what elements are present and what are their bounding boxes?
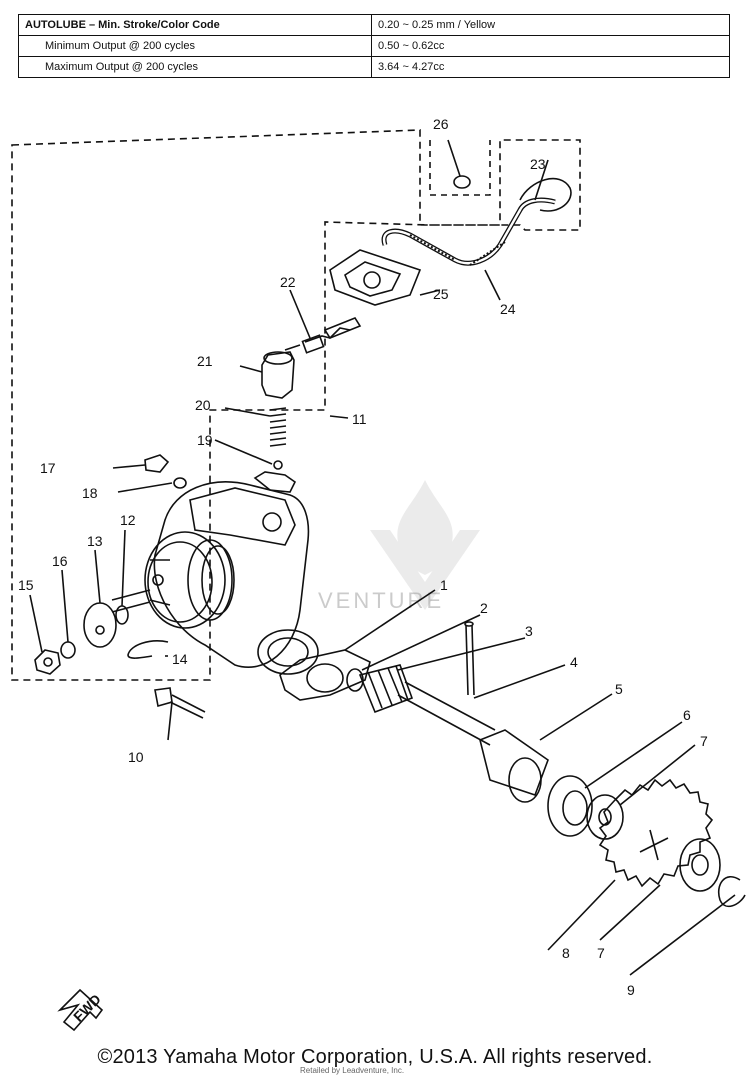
callout-21: 21 (197, 353, 213, 369)
callout-6: 6 (683, 707, 691, 723)
spec-value: 0.50 ~ 0.62cc (371, 36, 721, 56)
spec-row: Maximum Output @ 200 cycles 3.64 ~ 4.27c… (19, 57, 729, 78)
callout-4: 4 (570, 654, 578, 670)
callout-10: 10 (128, 749, 144, 765)
spec-label: Maximum Output @ 200 cycles (45, 61, 198, 73)
callout-15: 15 (18, 577, 34, 593)
callout-18: 18 (82, 485, 98, 501)
part-callouts: 1 2 3 4 5 6 7 7 8 9 10 11 12 13 14 15 16… (18, 116, 708, 1025)
callout-8: 8 (562, 945, 570, 961)
callout-26: 26 (433, 116, 449, 132)
callout-9: 9 (627, 982, 635, 998)
spec-row: Minimum Output @ 200 cycles 0.50 ~ 0.62c… (19, 36, 729, 57)
callout-3: 3 (525, 623, 533, 639)
callout-11: 11 (352, 411, 367, 427)
callout-12: 12 (120, 512, 136, 528)
callout-22: 22 (280, 274, 296, 290)
callout-14: 14 (172, 651, 188, 667)
spec-table: AUTOLUBE – Min. Stroke/Color Code 0.20 ~… (18, 14, 730, 78)
callout-1: 1 (440, 577, 448, 593)
callout-5: 5 (615, 681, 623, 697)
callout-20: 20 (195, 397, 211, 413)
spec-value: 0.20 ~ 0.25 mm / Yellow (371, 15, 721, 35)
spec-row: AUTOLUBE – Min. Stroke/Color Code 0.20 ~… (19, 15, 729, 36)
spec-label: AUTOLUBE – Min. Stroke/Color Code (25, 19, 220, 31)
callout-7: 7 (700, 733, 708, 749)
callout-17: 17 (40, 460, 56, 476)
copyright-notice: ©2013 Yamaha Motor Corporation, U.S.A. A… (97, 1046, 653, 1068)
spec-value: 3.64 ~ 4.27cc (371, 57, 721, 78)
assembly-boundary (11, 129, 581, 681)
sub-boundary (429, 140, 491, 196)
callout-24: 24 (500, 301, 516, 317)
callout-23: 23 (530, 156, 546, 172)
footer-small-text: Retailed by Leadventure, Inc. (300, 1066, 405, 1075)
callout-16: 16 (52, 553, 68, 569)
spec-label: Minimum Output @ 200 cycles (45, 40, 195, 52)
exploded-parts-diagram: 1 2 3 4 5 6 7 7 8 9 10 11 12 13 14 15 16… (11, 116, 746, 1032)
callout-7: 7 (597, 945, 605, 961)
callout-13: 13 (87, 533, 103, 549)
callout-2: 2 (480, 600, 488, 616)
watermark-logo-icon (370, 480, 480, 610)
callout-25: 25 (433, 286, 449, 302)
callout-19: 19 (197, 432, 213, 448)
